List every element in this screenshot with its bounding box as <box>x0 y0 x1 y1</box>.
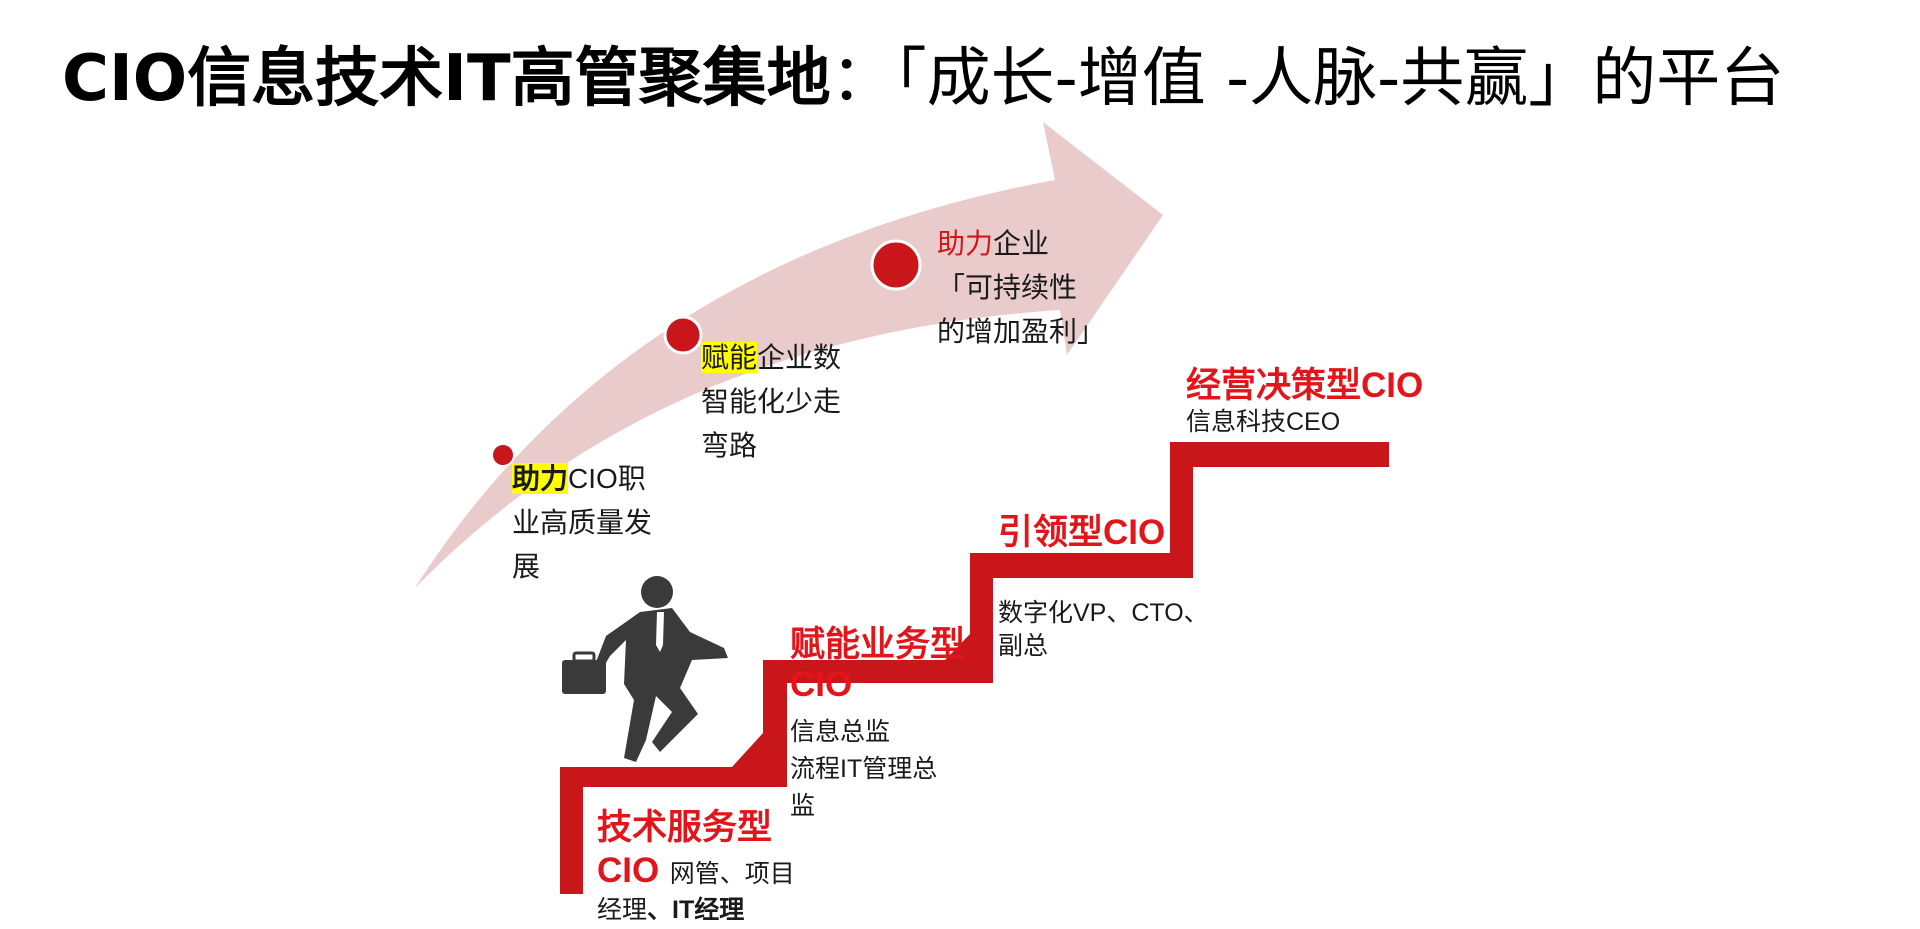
arrow-point-1-line2: 业高质量发 <box>512 507 653 538</box>
stage-1-desc-inline: 网管、项目 <box>669 860 795 888</box>
slide-title: CIO信息技术IT高管聚集地：「成长-增值 -人脉-共赢」的平台 <box>62 34 1784 124</box>
stage-1-desc-a: 经理 <box>597 896 648 924</box>
arrow-point-3: 助力企业 「可持续性 的增加盈利」 <box>937 222 1105 354</box>
arrow-point-2: 赋能企业数 智能化少走 弯路 <box>701 336 841 468</box>
stage-3-title: 引领型CIO <box>998 513 1166 552</box>
arrow-point-2-line2: 智能化少走 <box>701 386 842 417</box>
arrow-point-2-line3: 弯路 <box>701 430 758 461</box>
stage-3-desc-line2: 副总 <box>998 632 1049 660</box>
growth-arrow <box>415 122 1163 588</box>
arrow-point-3-line2: 「可持续性 <box>937 272 1078 303</box>
stage-2-desc-line1: 信息总监 <box>790 718 891 746</box>
stage-2-desc-line3: 监 <box>790 792 816 820</box>
stage-1-title: 技术服务型 <box>597 808 773 847</box>
businessman-with-briefcase-icon <box>562 576 728 762</box>
milestone-dot-3 <box>870 239 922 291</box>
arrow-point-1: 助力CIO职 业高质量发 展 <box>512 457 652 589</box>
arrow-point-1-line1: CIO职 <box>568 463 646 494</box>
career-staircase <box>560 442 1389 894</box>
stage-2-title: 赋能业务型 <box>790 625 966 664</box>
arrow-point-3-line1: 企业 <box>993 228 1050 259</box>
arrow-point-1-line3: 展 <box>512 551 541 582</box>
stage-2-desc: 信息总监 流程IT管理总 监 <box>790 714 937 825</box>
title-light: ：「成长-增值 -人脉-共赢」的平台 <box>830 42 1785 116</box>
stage-1-title-cio: CIO <box>597 851 660 890</box>
milestone-dot-2 <box>663 315 703 355</box>
arrow-point-3-highlight: 助力 <box>937 228 994 259</box>
milestone-dot-1 <box>491 443 515 467</box>
stage-2-desc-line2: 流程IT管理总 <box>790 755 938 783</box>
arrow-point-1-highlight: 助力 <box>512 463 569 494</box>
arrow-point-2-highlight: 赋能 <box>701 342 758 373</box>
stage-3-desc: 数字化VP、CTO、 副总 <box>998 597 1209 663</box>
stage-4-title: 经营决策型CIO <box>1186 366 1424 405</box>
arrow-point-2-line1: 企业数 <box>757 342 842 373</box>
stage-4-desc: 信息科技CEO <box>1186 408 1341 436</box>
stage-1-desc-b: 、IT经理 <box>647 896 745 924</box>
stage-1-desc-line2: 经理、IT经理 <box>597 892 744 929</box>
stage-3-desc-line1: 数字化VP、CTO、 <box>998 599 1209 627</box>
title-bold: CIO信息技术IT高管聚集地 <box>62 42 831 116</box>
stage-1-line2: CIO 网管、项目 <box>597 850 795 893</box>
stage-2-title-cio: CIO <box>790 665 853 704</box>
arrow-point-3-line3: 的增加盈利」 <box>937 316 1106 347</box>
